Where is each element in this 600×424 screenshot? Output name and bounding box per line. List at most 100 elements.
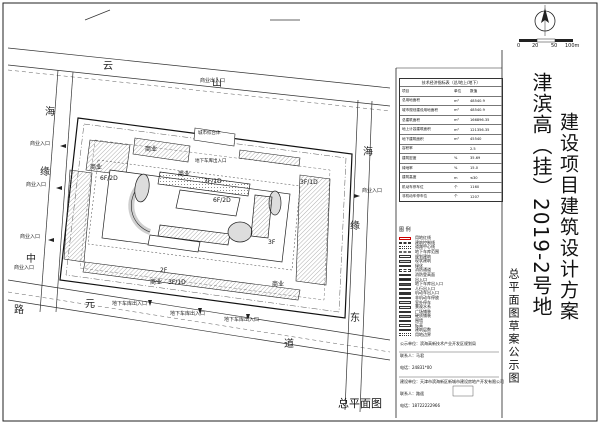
road-east-a: 海 [363, 147, 373, 158]
road-east-b: 缘 [350, 221, 360, 232]
legend-swatch [399, 273, 411, 277]
legend-swatch [399, 319, 411, 323]
legend-label: 消防登高面 [415, 272, 435, 278]
label-3f-center: 3F/1D [204, 178, 222, 185]
econ-table-cell: m² [454, 98, 459, 103]
label-north-entry: 商业出入口 [200, 78, 226, 84]
label-shang-center: 商业 [178, 171, 191, 178]
label-north-small: 城市综合体 [198, 131, 221, 136]
legend-label: 广场铺装 [415, 308, 431, 314]
econ-table-cell: 机动车停车位 [402, 184, 424, 189]
econ-table-cell: m² [454, 108, 459, 113]
public-unit: 公示单位：滨海高新技术产业开发区规划局 [400, 341, 476, 346]
road-south-a: 中 [26, 254, 36, 265]
label-2f-south: 2F [160, 267, 168, 274]
econ-table-row: 绿地率% 15.0 [400, 162, 502, 173]
legend-swatch [399, 315, 411, 318]
legend-label: 人行出入口 [415, 285, 435, 291]
north-arrow [534, 5, 556, 36]
legend-item: 硬质铺装 [399, 313, 501, 319]
econ-table-cell: m [454, 175, 458, 180]
econ-table-cell: 1160 [470, 185, 480, 190]
legend-swatch [399, 259, 411, 263]
legend-label: 机动车出入口 [415, 290, 439, 296]
main-title: 津滨高（挂）2019-2号地 [529, 72, 553, 317]
sub-title: 建设项目建筑设计方案 [557, 112, 579, 322]
legend-label: 出入口 [415, 276, 427, 282]
legend-item: 出入口 [399, 277, 501, 282]
label-6f-center: 6F/2D [213, 197, 231, 204]
legend-item: 规划建筑 [399, 254, 501, 259]
econ-table-cell: 48540.9 [470, 108, 485, 113]
label-parking-ne: 地下车库出入口 [195, 159, 227, 164]
legend-swatch [399, 333, 411, 337]
legend-swatch [399, 305, 411, 309]
econ-table-cell: 48540.9 [470, 98, 485, 103]
econ-table-cell: 1207 [470, 194, 480, 199]
econ-table-cell: m² [454, 118, 459, 123]
econ-table-cell: 地上计容建筑面积 [402, 127, 431, 132]
econ-table-row: 建筑密度% 35.69 [400, 153, 502, 163]
road-south-c: 元 [85, 299, 95, 310]
legend-item: 标高 [399, 323, 501, 328]
label-west-entry-2: 商业入口 [26, 182, 47, 188]
econ-table-cell: ≤30 [470, 175, 478, 180]
scale-label-0: 0 [517, 43, 521, 49]
scale-label-50: 50 [551, 43, 558, 49]
contact-2: 联系人：路遥 [400, 391, 424, 396]
legend-label: 地下车库出入口 [415, 281, 443, 287]
econ-table-cell: 15.0 [470, 166, 479, 171]
legend-label: 用地边界 [415, 331, 431, 337]
contact: 联系人：马君 [400, 353, 424, 358]
legend-label: 硬质铺装 [415, 313, 431, 319]
legend-swatch [399, 237, 411, 240]
econ-table-cell: 2.5 [470, 146, 476, 151]
label-east-entry: 商业入口 [362, 188, 383, 194]
legend-swatch [399, 296, 411, 300]
legend-item: 地下车库出入口 [399, 281, 501, 287]
phone: 电话：24831*00 [400, 365, 432, 370]
legend-label: 标高 [415, 322, 423, 328]
legend-label: 非机动车停放 [415, 295, 439, 301]
legend-label: 绿化 [415, 262, 423, 268]
legend-item: 消防登高面 [399, 272, 501, 278]
legend-item: 用地红线 [399, 235, 501, 241]
road-west-b: 缘 [40, 167, 50, 178]
legend-label: 围墙 [415, 317, 423, 323]
label-6f-west: 6F/2D [100, 175, 118, 182]
econ-table-row: 城市规划建设用地面积 m² 48540.9 [400, 105, 502, 115]
road-south-b: 路 [14, 305, 24, 316]
econ-table-cell: 建筑密度 [402, 155, 417, 160]
legend-label: 地下车库范围 [415, 249, 439, 255]
econ-table-cell: 绿地率 [402, 165, 413, 170]
econ-table-cell: 地下建筑面积 [402, 136, 424, 141]
road-east-c: 东 [350, 313, 360, 324]
label-3f-south: 3F/1D [168, 279, 186, 286]
label-west-entry-4: 商业入口 [14, 265, 35, 271]
econ-table-cell: % [454, 166, 458, 171]
legend-swatch [399, 255, 411, 258]
legend-item: 消防通道 [399, 267, 501, 273]
road-north-a: 云 [103, 61, 113, 72]
legend-label: 用地红线 [415, 235, 431, 241]
econ-table-cell: % [454, 156, 458, 161]
label-shang-west: 商业 [90, 164, 103, 171]
legend-swatch [399, 282, 411, 286]
legend-item: 室外停车 [399, 300, 501, 305]
legend-item: 绿化 [399, 262, 501, 269]
scale-bar [519, 38, 573, 43]
legend-swatch [399, 264, 411, 268]
econ-table-cell: 非机动车停车位 [402, 194, 428, 199]
legend-item: 地下车库范围 [399, 249, 501, 255]
econ-table-title: 技术经济指标表（总/地上/地下） [421, 80, 481, 85]
legend-label: 室外停车 [415, 299, 431, 305]
econ-table-cell: 35.69 [470, 156, 481, 161]
econ-table-cell: 城市规划建设用地面积 [402, 107, 438, 112]
legend-item: 机动车出入口 [399, 290, 501, 296]
legend: 图 例 用地红线建筑控制线道路中心线地下车库范围规划建筑现状建筑绿化消防通道消防… [399, 226, 501, 338]
